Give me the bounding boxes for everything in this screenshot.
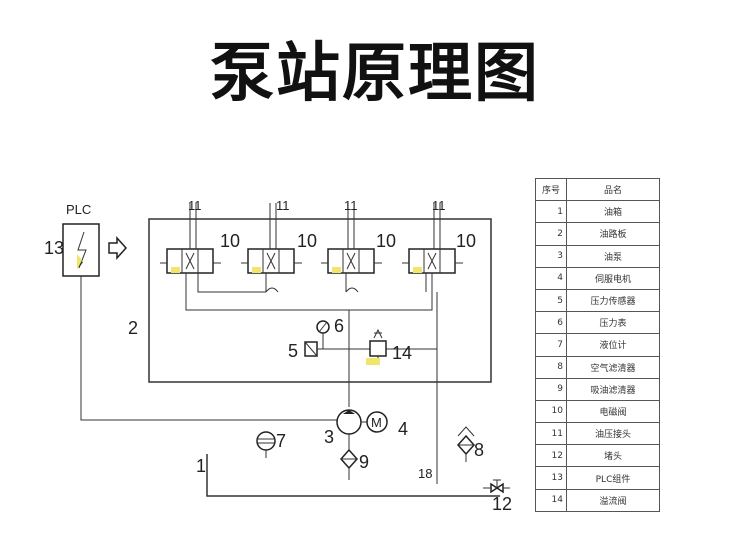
row-name: 吸油滤清器 — [566, 377, 660, 401]
pressure-gauge-icon — [316, 320, 330, 349]
row-name: 油路板 — [566, 222, 660, 246]
row-index: 13 — [535, 466, 567, 490]
header-name: 品名 — [566, 177, 660, 202]
row-index: 6 — [535, 311, 567, 335]
drain-valve-icon — [483, 479, 510, 494]
relief-valve — [366, 328, 387, 365]
callout-1: 1 — [196, 456, 206, 476]
row-index: 14 — [535, 488, 567, 512]
callout-11-c: 11 — [344, 198, 358, 213]
row-name: 空气滤清器 — [566, 355, 660, 379]
callout-18: 18 — [418, 466, 432, 481]
parts-table-header: 序号 品名 — [535, 177, 660, 202]
row-index: 12 — [535, 444, 567, 468]
callout-6: 6 — [334, 316, 344, 336]
row-index: 1 — [535, 200, 567, 224]
row-name: 溢流阀 — [566, 488, 660, 512]
plc-signal-line — [80, 276, 340, 421]
callout-5: 5 — [288, 341, 298, 361]
valve-2 — [241, 203, 302, 274]
row-index: 11 — [535, 422, 567, 446]
motor-symbol-m: M — [371, 415, 382, 430]
header-index: 序号 — [535, 177, 567, 202]
pump — [336, 409, 362, 435]
callout-2: 2 — [128, 318, 138, 338]
callout-4: 4 — [398, 419, 408, 439]
row-index: 9 — [535, 377, 567, 401]
row-name: 堵头 — [566, 444, 660, 468]
row-name: 电磁阀 — [566, 399, 660, 424]
row-index: 7 — [535, 333, 567, 357]
plc-unit: PLC 13 — [44, 202, 100, 277]
pressure-manifold-line — [185, 273, 433, 311]
row-index: 3 — [535, 244, 567, 268]
manifold-frame — [148, 218, 492, 383]
air-filter — [456, 426, 476, 462]
row-index: 10 — [535, 399, 567, 424]
row-name: PLC组件 — [566, 466, 660, 490]
plc-yellow-mark — [77, 254, 82, 270]
callout-9: 9 — [359, 452, 369, 472]
tank-outline — [206, 454, 500, 497]
row-name: 液位计 — [566, 333, 660, 357]
row-index: 5 — [535, 288, 567, 313]
motor: M — [366, 411, 388, 433]
return-manifold-line — [197, 273, 266, 293]
row-name: 压力传感器 — [566, 288, 660, 313]
valve-1 — [160, 203, 221, 274]
suction-filter — [339, 448, 359, 470]
row-index: 2 — [535, 222, 567, 246]
callout-11-d: 11 — [432, 198, 446, 213]
row-index: 8 — [535, 355, 567, 379]
valve-4 — [402, 203, 463, 274]
signal-arrow-icon — [108, 236, 128, 260]
row-name: 压力表 — [566, 311, 660, 335]
callout-12: 12 — [492, 494, 512, 514]
row-index: 4 — [535, 266, 567, 290]
callout-14: 14 — [392, 343, 412, 363]
callout-7: 7 — [276, 431, 286, 451]
callout-11-b: 11 — [276, 198, 290, 213]
callout-8: 8 — [474, 440, 484, 460]
callout-13: 13 — [44, 238, 64, 258]
callout-10-b: 10 — [297, 231, 317, 251]
pressure-sensor — [304, 341, 349, 357]
callout-11-a: 11 — [188, 198, 202, 213]
row-name: 油泵 — [566, 244, 660, 268]
callout-10-c: 10 — [376, 231, 396, 251]
page-title: 泵站原理图 — [210, 37, 540, 111]
valve-3 — [321, 203, 382, 274]
plc-lightning-icon — [77, 231, 87, 269]
callout-3: 3 — [324, 427, 334, 447]
callout-10-d: 10 — [456, 231, 476, 251]
row-name: 伺服电机 — [566, 266, 660, 290]
row-name: 油压接头 — [566, 422, 660, 446]
row-name: 油箱 — [566, 200, 660, 224]
plc-label: PLC — [66, 202, 91, 217]
callout-10-a: 10 — [220, 231, 240, 251]
level-gauge — [256, 431, 276, 458]
